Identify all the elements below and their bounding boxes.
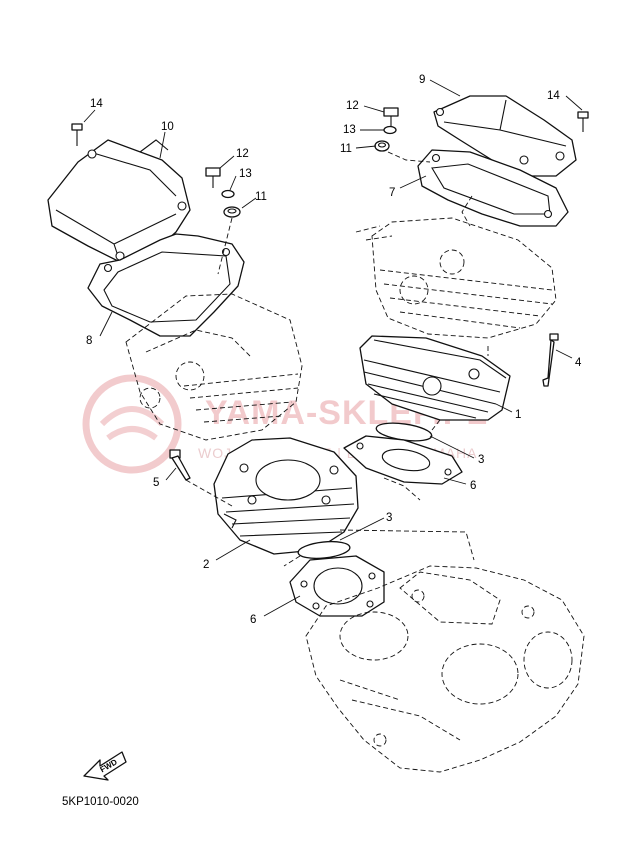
callout-2: 2 [203, 559, 209, 571]
watermark-logo-icon [82, 374, 182, 474]
part-13-washer-left [221, 189, 235, 199]
part-14-bolt-left [71, 123, 83, 146]
leader-lines [83, 79, 583, 617]
part-7-gasket-rear [417, 149, 569, 227]
callout-6-upper: 6 [470, 480, 476, 492]
callout-13-left: 13 [239, 168, 252, 180]
part-11-collar-right [374, 140, 390, 152]
callout-12-right: 12 [346, 100, 359, 112]
callout-12-left: 12 [236, 148, 249, 160]
callout-4: 4 [575, 357, 582, 369]
part-10-head-cover-front [47, 139, 191, 263]
callout-13-right: 13 [343, 124, 356, 136]
part-6-base-gasket-upper [343, 435, 463, 485]
callout-5: 5 [153, 477, 159, 489]
part-6-base-gasket-lower [289, 555, 385, 617]
callout-7: 7 [389, 187, 395, 199]
callout-1: 1 [515, 409, 521, 421]
callout-11-right: 11 [340, 143, 352, 155]
part-13-washer-right [383, 125, 397, 135]
part-5-bolt [169, 449, 191, 481]
diagram-code: 5KP1010-0020 [62, 796, 139, 808]
part-12-bolt-right [383, 107, 399, 126]
part-11-collar-left [223, 206, 241, 218]
part-3-o-ring-lower [297, 540, 351, 560]
front-cylinder-head [125, 293, 303, 441]
part-9-head-cover-rear [433, 95, 577, 177]
callout-3-lower: 3 [386, 512, 392, 524]
callout-8: 8 [86, 335, 92, 347]
callout-9: 9 [419, 74, 425, 86]
callout-11-left: 11 [255, 191, 267, 203]
callout-numbers: 14 10 12 13 11 8 9 12 13 11 14 7 4 1 3 6… [86, 74, 582, 626]
rear-cylinder-head [355, 217, 557, 339]
part-2-cylinder-front [213, 437, 359, 555]
crankcase [305, 565, 585, 773]
part-12-bolt-left [205, 167, 221, 188]
assembly-lines [185, 151, 489, 567]
callout-6-lower: 6 [250, 614, 256, 626]
callout-3-upper: 3 [478, 454, 484, 466]
part-14-bolt-right [577, 111, 589, 132]
fwd-arrow-icon: FWD [83, 751, 127, 781]
callout-10: 10 [161, 121, 174, 133]
part-4-stud-bolt [542, 333, 559, 387]
callout-14-left: 14 [90, 98, 103, 110]
callout-14-right: 14 [547, 90, 560, 102]
part-8-gasket-front [87, 233, 245, 337]
part-1-cylinder-rear [359, 335, 511, 421]
